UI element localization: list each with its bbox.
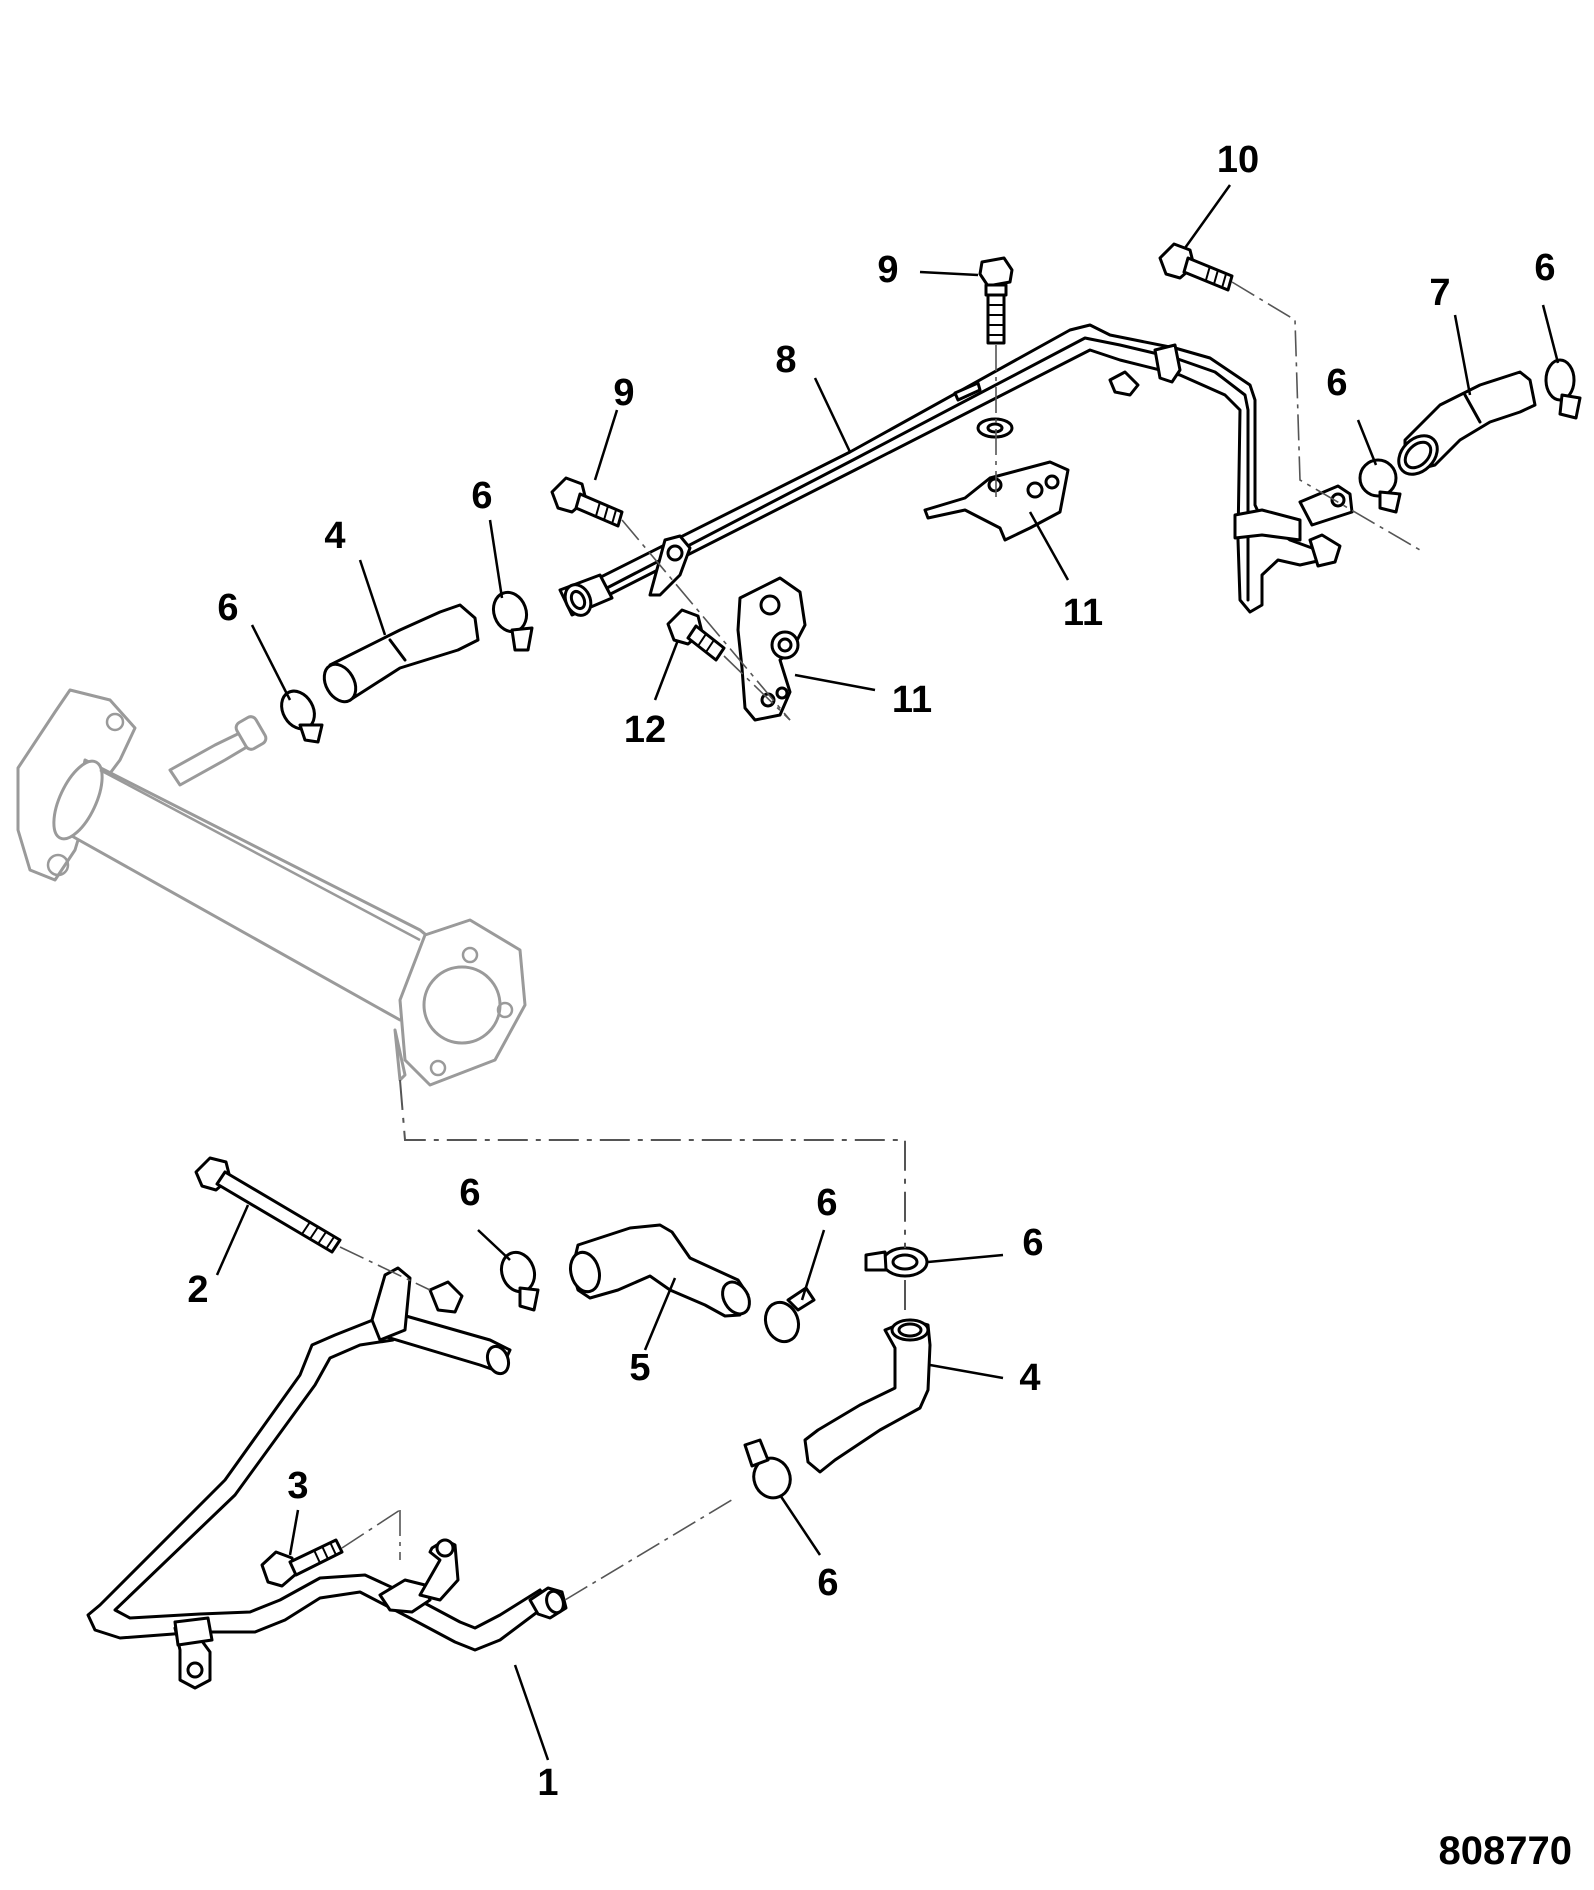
bolt-9-vertical bbox=[978, 256, 1014, 345]
callout-6-d: 6 bbox=[1534, 247, 1555, 289]
callout-6-a: 6 bbox=[217, 587, 238, 629]
callout-4-lower: 4 bbox=[1019, 1357, 1040, 1399]
callout-6-e: 6 bbox=[459, 1172, 480, 1214]
clip-6-a bbox=[280, 689, 324, 744]
callout-7: 7 bbox=[1429, 272, 1450, 314]
clip-6-f bbox=[763, 1286, 816, 1344]
clip-6-h bbox=[743, 1438, 792, 1500]
bolt-2 bbox=[194, 1156, 342, 1254]
callout-1: 1 bbox=[537, 1762, 558, 1804]
diagram-reference-number: 808770 bbox=[1439, 1829, 1572, 1873]
hose-4-upper bbox=[322, 603, 480, 704]
callout-10: 10 bbox=[1217, 139, 1259, 181]
callout-8: 8 bbox=[775, 339, 796, 381]
callout-11-middle: 11 bbox=[892, 679, 932, 721]
pipe-1 bbox=[86, 1266, 568, 1690]
callout-6-h: 6 bbox=[817, 1562, 838, 1604]
washer bbox=[976, 417, 1014, 439]
clip-6-e bbox=[499, 1250, 540, 1312]
callout-3: 3 bbox=[287, 1465, 308, 1507]
bracket-11-upper bbox=[923, 460, 1070, 542]
bolt-12 bbox=[666, 608, 726, 662]
callout-4-upper: 4 bbox=[324, 515, 345, 557]
callout-6-f: 6 bbox=[816, 1182, 837, 1224]
hose-5 bbox=[569, 1223, 751, 1318]
pipe-8 bbox=[558, 323, 1354, 617]
callout-6-c: 6 bbox=[1326, 362, 1347, 404]
callout-11-upper: 11 bbox=[1063, 592, 1103, 634]
egr-cooler-ghost bbox=[16, 688, 527, 1087]
callout-2: 2 bbox=[187, 1269, 208, 1311]
callout-6-g: 6 bbox=[1022, 1222, 1043, 1264]
callout-labels: 1 2 3 4 4 5 6 6 6 6 6 6 6 6 7 8 9 9 10 1… bbox=[187, 139, 1555, 1804]
clip-6-b bbox=[491, 590, 534, 652]
hose-7 bbox=[1397, 370, 1537, 476]
hose-4-lower bbox=[803, 1318, 932, 1474]
callout-9-vertical: 9 bbox=[877, 249, 898, 291]
callout-6-b: 6 bbox=[471, 475, 492, 517]
alignment-lines bbox=[339, 281, 1421, 1601]
bolt-3 bbox=[260, 1538, 344, 1588]
clip-6-c bbox=[1358, 458, 1402, 514]
bracket-11-middle bbox=[736, 576, 807, 722]
bolt-10 bbox=[1158, 242, 1234, 292]
leader-lines bbox=[215, 184, 1560, 1761]
clip-6-d bbox=[1544, 358, 1582, 420]
callout-5: 5 bbox=[629, 1347, 650, 1389]
bolt-9-angled bbox=[550, 476, 624, 528]
callout-12: 12 bbox=[624, 709, 666, 751]
clip-6-g bbox=[864, 1246, 929, 1278]
callout-9-angled: 9 bbox=[613, 372, 634, 414]
